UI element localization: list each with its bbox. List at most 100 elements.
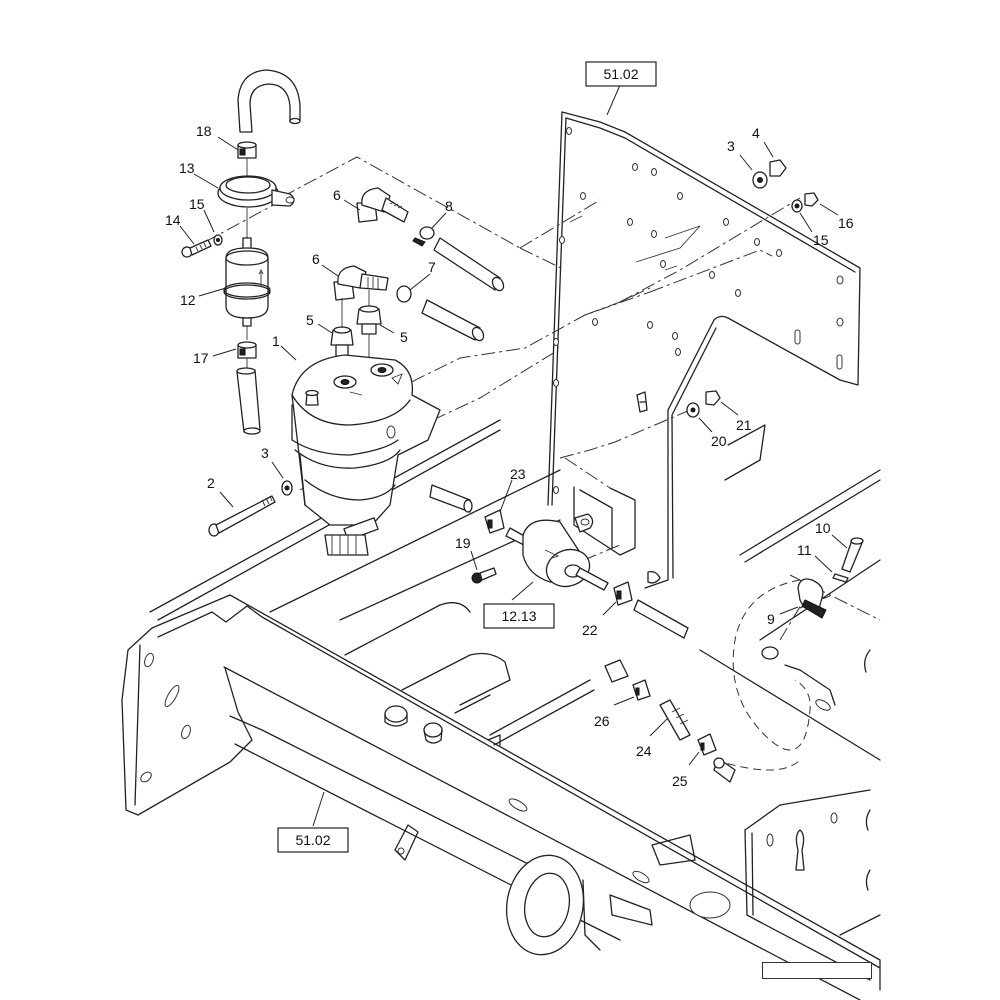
callout-22: 22 <box>582 601 617 638</box>
callout-7: 7 <box>409 259 436 291</box>
elbow-6-lower <box>333 265 389 301</box>
bolt-14 <box>181 239 212 258</box>
callout-10: 10 <box>815 520 848 549</box>
check-valve-assembly <box>604 659 736 783</box>
callout-17: 17 <box>193 348 237 366</box>
callout-23: 23 <box>499 466 526 513</box>
clamp-26 <box>632 679 651 701</box>
filter-assembly <box>181 69 301 435</box>
callout-16: 16 <box>819 203 854 231</box>
callout-18: 18 <box>196 123 239 151</box>
callout-19: 19 <box>455 535 478 571</box>
callout-5b: 5 <box>379 324 408 345</box>
fuel-filter-1 <box>291 354 441 556</box>
svg-text:23: 23 <box>510 466 526 482</box>
svg-text:26: 26 <box>594 713 610 729</box>
svg-text:24: 24 <box>636 743 652 759</box>
callout-15a: 15 <box>189 196 215 233</box>
svg-text:19: 19 <box>455 535 471 551</box>
svg-text:12: 12 <box>180 292 196 308</box>
svg-text:17: 17 <box>193 350 209 366</box>
bracket-13 <box>217 175 295 208</box>
svg-text:3: 3 <box>261 445 269 461</box>
svg-text:16: 16 <box>838 215 854 231</box>
callouts: 18 13 15 14 12 17 6 8 <box>165 123 854 789</box>
fittings-group <box>330 187 505 378</box>
filter-12 <box>223 237 271 327</box>
callout-6a: 6 <box>333 187 361 211</box>
svg-text:18: 18 <box>196 123 212 139</box>
reference-box-pump[interactable]: 12.13 <box>483 581 555 629</box>
svg-text:14: 14 <box>165 212 181 228</box>
svg-text:10: 10 <box>815 520 831 536</box>
svg-text:5: 5 <box>400 329 408 345</box>
callout-4: 4 <box>752 125 774 158</box>
callout-12: 12 <box>180 287 227 308</box>
machine-frame <box>121 419 881 1000</box>
clamp-17 <box>237 341 257 359</box>
callout-14: 14 <box>165 212 195 245</box>
clamp-18 <box>237 141 257 159</box>
callout-8: 8 <box>431 198 453 229</box>
clamp-8 <box>412 226 435 247</box>
clamp-22 <box>613 581 633 606</box>
callout-15b: 15 <box>799 212 829 248</box>
fuel-pump <box>429 484 689 639</box>
fastener-20-21 <box>686 390 721 418</box>
svg-text:7: 7 <box>428 259 436 275</box>
mounting-plate <box>547 111 861 589</box>
svg-text:5: 5 <box>306 312 314 328</box>
svg-text:15: 15 <box>813 232 829 248</box>
svg-text:51.02: 51.02 <box>603 66 638 82</box>
svg-text:25: 25 <box>672 773 688 789</box>
svg-text:12.13: 12.13 <box>501 608 536 624</box>
callout-3b: 3 <box>727 138 753 171</box>
clip-assembly <box>797 537 864 619</box>
callout-21: 21 <box>720 401 752 433</box>
callout-3a: 3 <box>261 445 284 479</box>
fastener-3-4 <box>752 159 787 189</box>
plate-holes <box>553 127 844 494</box>
svg-text:9: 9 <box>767 611 775 627</box>
adapter-5-right <box>356 305 382 335</box>
svg-text:1: 1 <box>272 333 280 349</box>
callout-25: 25 <box>672 751 700 789</box>
callout-1: 1 <box>272 333 297 361</box>
svg-text:4: 4 <box>752 125 760 141</box>
elbow-6-upper <box>356 187 409 223</box>
callout-26: 26 <box>594 696 635 729</box>
svg-text:11: 11 <box>797 542 812 558</box>
svg-text:51.02: 51.02 <box>295 832 330 848</box>
clamp-25 <box>697 733 717 756</box>
bolt-2 <box>208 495 276 537</box>
reference-box-bottom[interactable]: 51.02 <box>277 791 349 853</box>
fastener-15-16 <box>791 192 819 213</box>
svg-text:2: 2 <box>207 475 215 491</box>
callout-13: 13 <box>179 160 219 189</box>
svg-text:21: 21 <box>736 417 752 433</box>
clamp-7 <box>396 285 412 303</box>
callout-2: 2 <box>207 475 234 508</box>
svg-text:22: 22 <box>582 622 598 638</box>
svg-text:6: 6 <box>312 251 320 267</box>
callout-20: 20 <box>698 417 727 449</box>
svg-text:15: 15 <box>189 196 205 212</box>
callout-5a: 5 <box>306 312 333 334</box>
callout-6b: 6 <box>312 251 339 277</box>
reference-box-top[interactable]: 51.02 <box>585 61 657 116</box>
frame-bolt-1 <box>384 705 408 727</box>
svg-text:13: 13 <box>179 160 195 176</box>
clamp-23 <box>484 509 505 534</box>
svg-text:8: 8 <box>445 198 453 214</box>
frame-bolt-2 <box>423 722 443 744</box>
svg-text:20: 20 <box>711 433 727 449</box>
adapter-5-left <box>330 326 354 357</box>
screw-19 <box>471 567 497 584</box>
frame-end-tab <box>762 962 872 979</box>
svg-text:3: 3 <box>727 138 735 154</box>
callout-11: 11 <box>797 542 833 573</box>
callout-9: 9 <box>767 606 799 627</box>
svg-text:6: 6 <box>333 187 341 203</box>
callout-24: 24 <box>636 717 669 759</box>
